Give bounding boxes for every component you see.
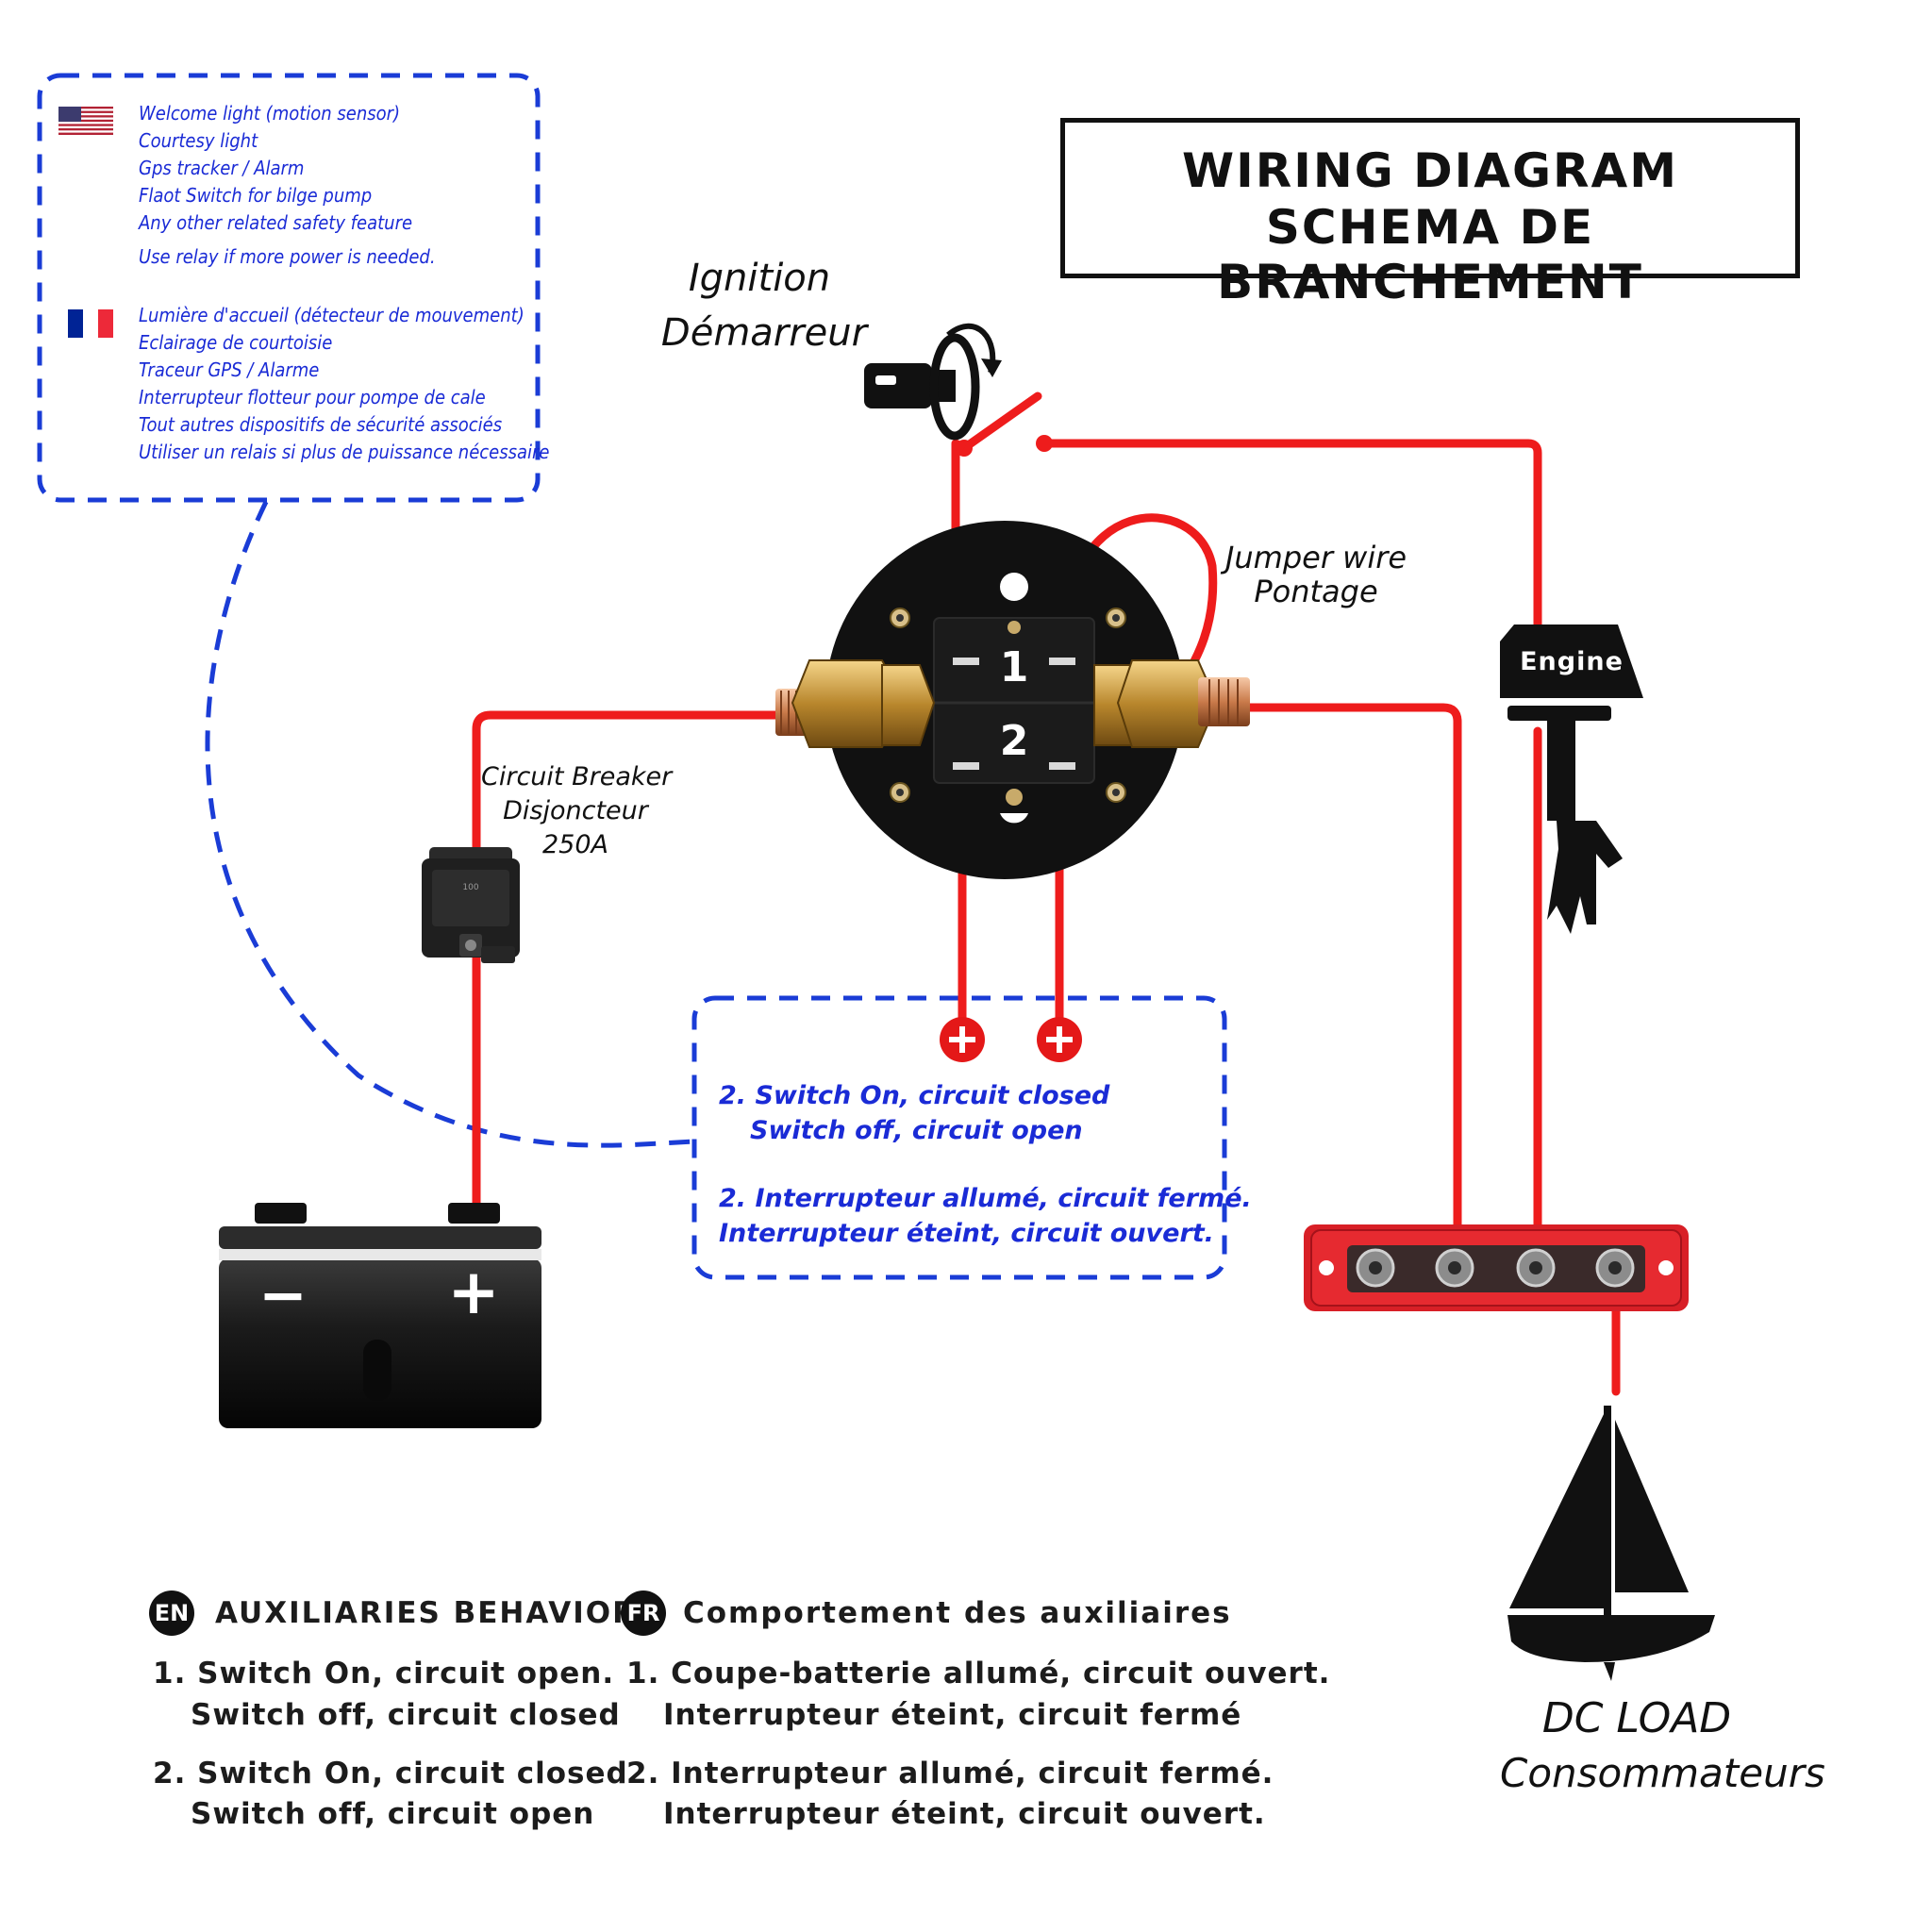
circuit-breaker [422,847,520,963]
ignition-label-en: Ignition [688,257,831,300]
switch-position-1: 1 [999,643,1029,691]
title-box: WIRING DIAGRAM SCHEMA DE BRANCHEMENT [1060,118,1800,309]
legend-fr-item-5: Tout autres dispositifs de sécurité asso… [139,413,503,436]
breaker-label-fr: Disjoncteur [503,796,648,825]
bus-bar [1304,1224,1689,1311]
jumper-label-en: Jumper wire [1224,540,1407,575]
aux-en-1b: Switch off, circuit closed [191,1698,621,1732]
aux-en-2a: 2. Switch On, circuit closed [153,1757,628,1790]
callout-fr-line-1: 2. Interrupteur allumé, circuit fermé. [719,1184,1252,1213]
aux-en-1a: 1. Switch On, circuit open. [153,1657,615,1690]
legend-en-item-4: Flaot Switch for bilge pump [139,184,373,207]
auxiliaries-heading-en: AUXILIARIES BEHAVIOR [215,1596,638,1630]
battery-plus-sign: + [447,1256,500,1328]
title-line-1: WIRING DIAGRAM [1182,143,1678,198]
fr-badge: FR [621,1591,666,1636]
legend-fr-item-6: Utiliser un relais si plus de puissance … [139,441,550,463]
outboard-engine-icon [1500,625,1643,934]
legend-en-item-1: Welcome light (motion sensor) [139,102,401,125]
sailboat-icon [1507,1406,1715,1681]
auxiliaries-heading-fr: Comportement des auxiliaires [683,1596,1232,1630]
legend-en-item-6: Use relay if more power is needed. [139,245,436,268]
aux-terminal-left [940,1017,985,1062]
legend-fr-item-2: Eclairage de courtoisie [139,331,333,354]
wire-switch-to-busbar [1217,703,1462,1269]
us-flag-icon [58,107,113,135]
aux-en-2b: Switch off, circuit open [191,1797,595,1831]
france-flag-icon [68,309,113,338]
legend-fr-item-1: Lumière d'accueil (détecteur de mouvemen… [139,304,525,326]
legend-en-item-5: Any other related safety feature [139,211,413,234]
callout-en-line-1: 2. Switch On, circuit closed [719,1081,1110,1110]
ignition-label-fr: Démarreur [660,311,868,355]
battery [219,1203,541,1428]
en-badge: EN [149,1591,194,1636]
wire-switch-to-breaker [472,710,788,858]
engine-label: Engine [1520,647,1624,676]
aux-terminal-right [1037,1017,1082,1062]
wire-ignition-to-engine [1038,439,1542,646]
breaker-marking: 100 [462,883,479,892]
aux-fr-1b: Interrupteur éteint, circuit fermé [663,1698,1242,1732]
battery-switch [775,521,1250,879]
ignition-key-icon [864,323,1002,441]
jumper-label-fr: Pontage [1254,574,1378,609]
legend-fr-item-4: Interrupteur flotteur pour pompe de cale [139,386,486,408]
switch-position-2: 2 [999,717,1029,765]
callout-fr-line-2: Interrupteur éteint, circuit ouvert. [719,1219,1214,1248]
aux-fr-2b: Interrupteur éteint, circuit ouvert. [663,1797,1266,1831]
legend-en-item-3: Gps tracker / Alarm [139,157,305,179]
callout-box [691,995,1227,1280]
title-line-2: SCHEMA DE BRANCHEMENT [1217,200,1643,309]
breaker-label-en: Circuit Breaker [481,762,673,791]
dc-load-label-en: DC LOAD [1541,1694,1732,1742]
legend-connector [205,500,694,1148]
dc-load-label-fr: Consommateurs [1500,1750,1825,1796]
legend-box [37,73,541,503]
legend-en-item-2: Courtesy light [139,129,258,152]
callout-en-line-2: Switch off, circuit open [750,1116,1083,1145]
breaker-rating: 250A [541,830,608,859]
aux-fr-1a: 1. Coupe-batterie allumé, circuit ouvert… [626,1657,1331,1690]
aux-fr-2a: 2. Interrupteur allumé, circuit fermé. [626,1757,1274,1790]
ignition-switch-contact [953,391,1053,457]
battery-minus-sign: − [258,1260,308,1329]
legend-fr-item-3: Traceur GPS / Alarme [139,358,320,381]
